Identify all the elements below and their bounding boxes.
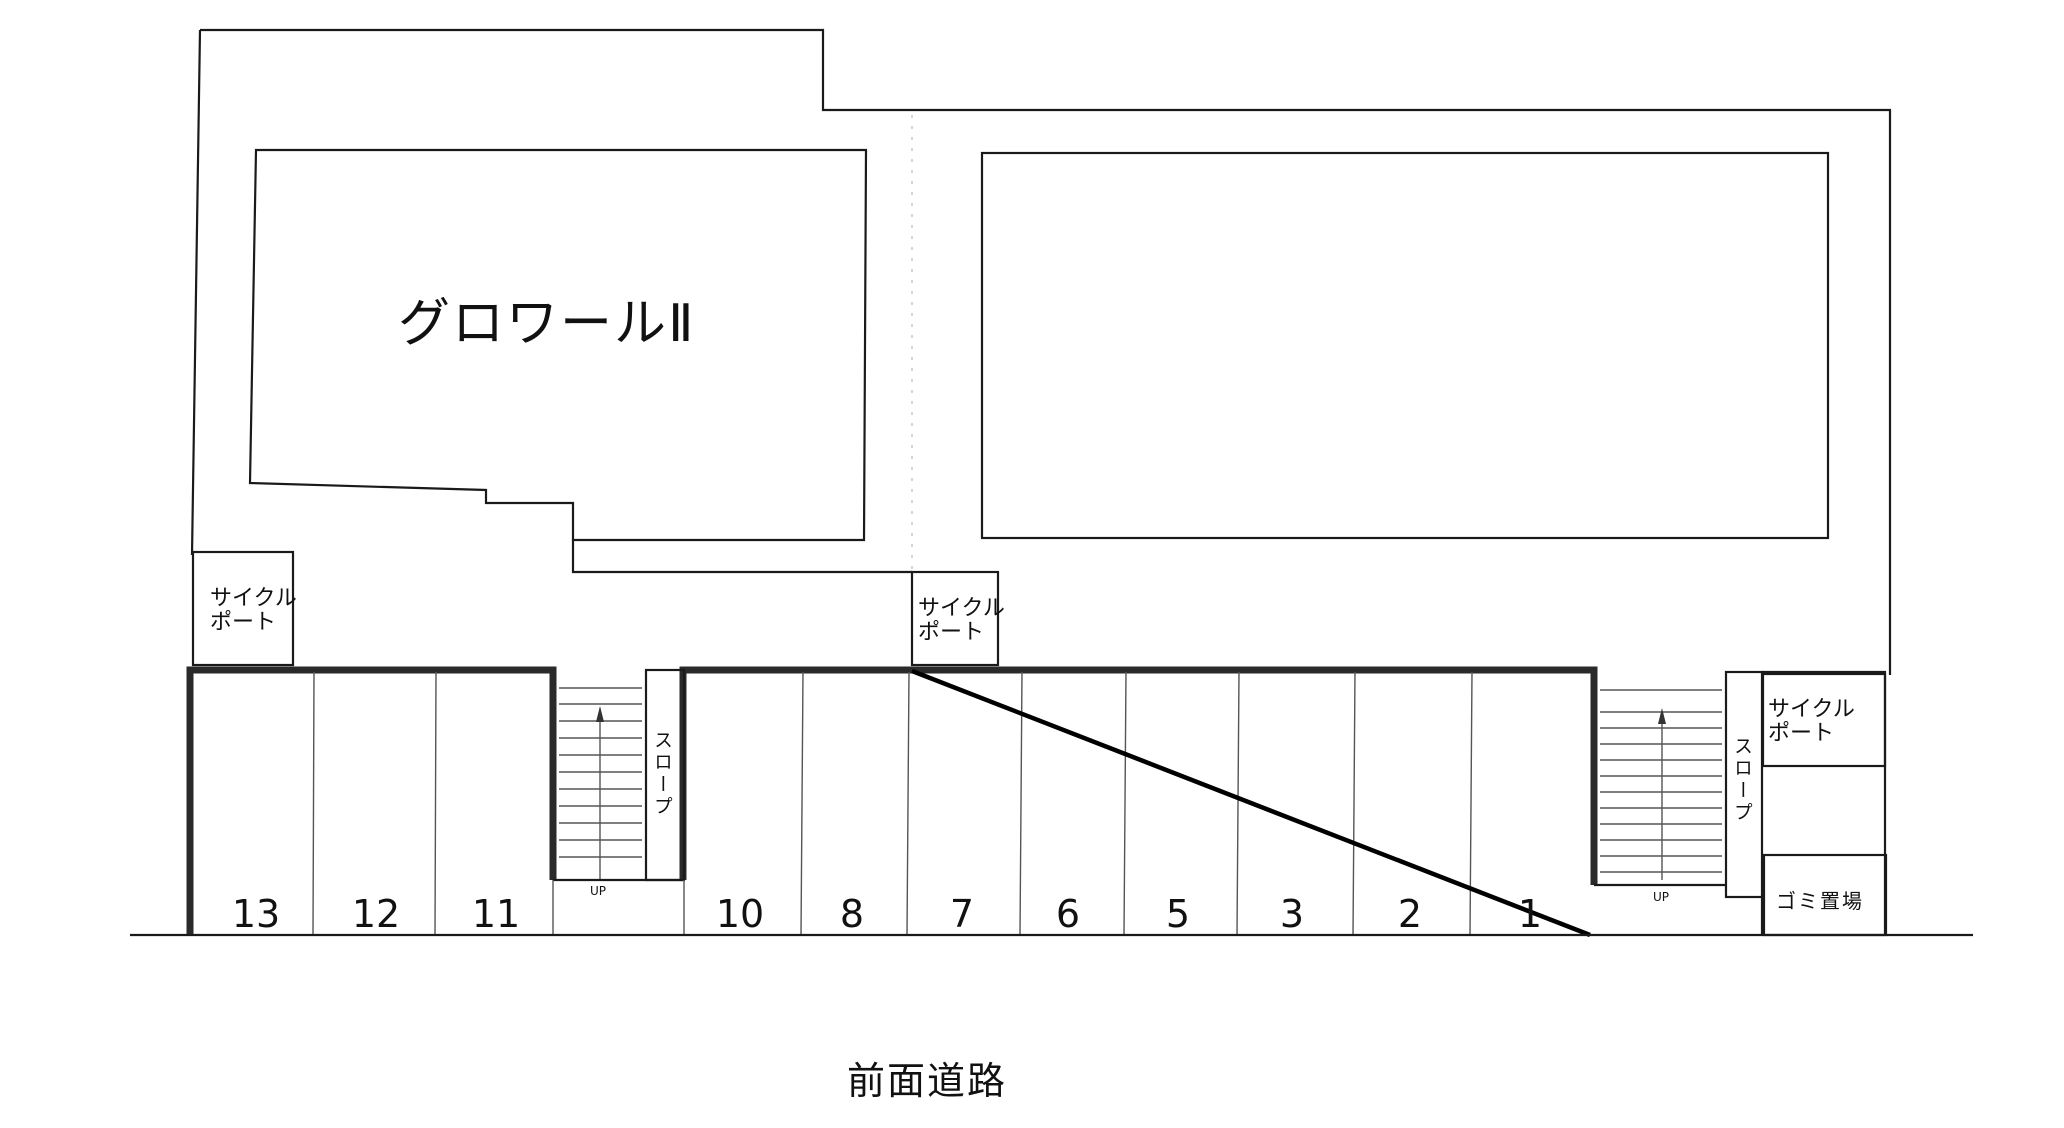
site-boundary xyxy=(200,28,1892,675)
stair-right-up-label: UP xyxy=(1653,890,1670,904)
cycle-port-center-line2: ポート xyxy=(918,620,985,645)
parking-stall-dividers xyxy=(312,671,1473,936)
driveway-boundary xyxy=(571,540,912,574)
stair-left-up-label: UP xyxy=(590,884,607,898)
cycle-port-center-box xyxy=(910,570,1000,667)
slope-right-box xyxy=(1724,670,1764,899)
site-left-boundary xyxy=(190,29,202,556)
parking-space-number: 10 xyxy=(715,892,765,936)
parking-boundary-left xyxy=(186,666,557,935)
parking-space-number: 12 xyxy=(351,892,401,936)
road-label: 前面道路 xyxy=(847,1059,1008,1103)
parking-space-number: 5 xyxy=(1165,892,1191,936)
cycle-port-right-label: サイクル ポート xyxy=(1768,698,1855,746)
cycle-port-center-label: サイクル ポート xyxy=(918,597,1005,645)
parking-space-number: 11 xyxy=(471,892,521,936)
cycle-port-left-line2: ポート xyxy=(210,610,277,635)
cycle-port-left-box xyxy=(191,550,295,667)
slope-left-label: スロープ xyxy=(651,730,673,818)
stair-left xyxy=(559,687,642,880)
building-name: グロワールⅡ xyxy=(398,294,696,354)
cycle-port-right-line2: ポート xyxy=(1768,721,1835,746)
parking-space-number: 13 xyxy=(231,892,281,936)
parking-space-number: 3 xyxy=(1279,892,1305,936)
parking-space-number: 6 xyxy=(1055,892,1081,936)
stair-right xyxy=(1600,689,1722,880)
parking-space-number: 2 xyxy=(1397,892,1423,936)
diagonal-line xyxy=(911,668,1591,938)
slope-right-label: スロープ xyxy=(1731,736,1753,824)
garbage-area-label: ゴミ置場 xyxy=(1776,889,1864,913)
parking-boundary-right xyxy=(679,666,1598,885)
parking-space-number: 1 xyxy=(1517,892,1543,936)
parking-space-number: 8 xyxy=(839,892,865,936)
cycle-port-left-label: サイクル ポート xyxy=(210,587,297,635)
cycle-port-right-line1: サイクル xyxy=(1768,697,1855,722)
building-right-outline xyxy=(980,151,1830,540)
cycle-port-left-line1: サイクル xyxy=(210,586,297,611)
parking-space-number: 7 xyxy=(949,892,975,936)
building-left-outline xyxy=(248,148,868,542)
cycle-port-center-line1: サイクル xyxy=(918,596,1005,621)
